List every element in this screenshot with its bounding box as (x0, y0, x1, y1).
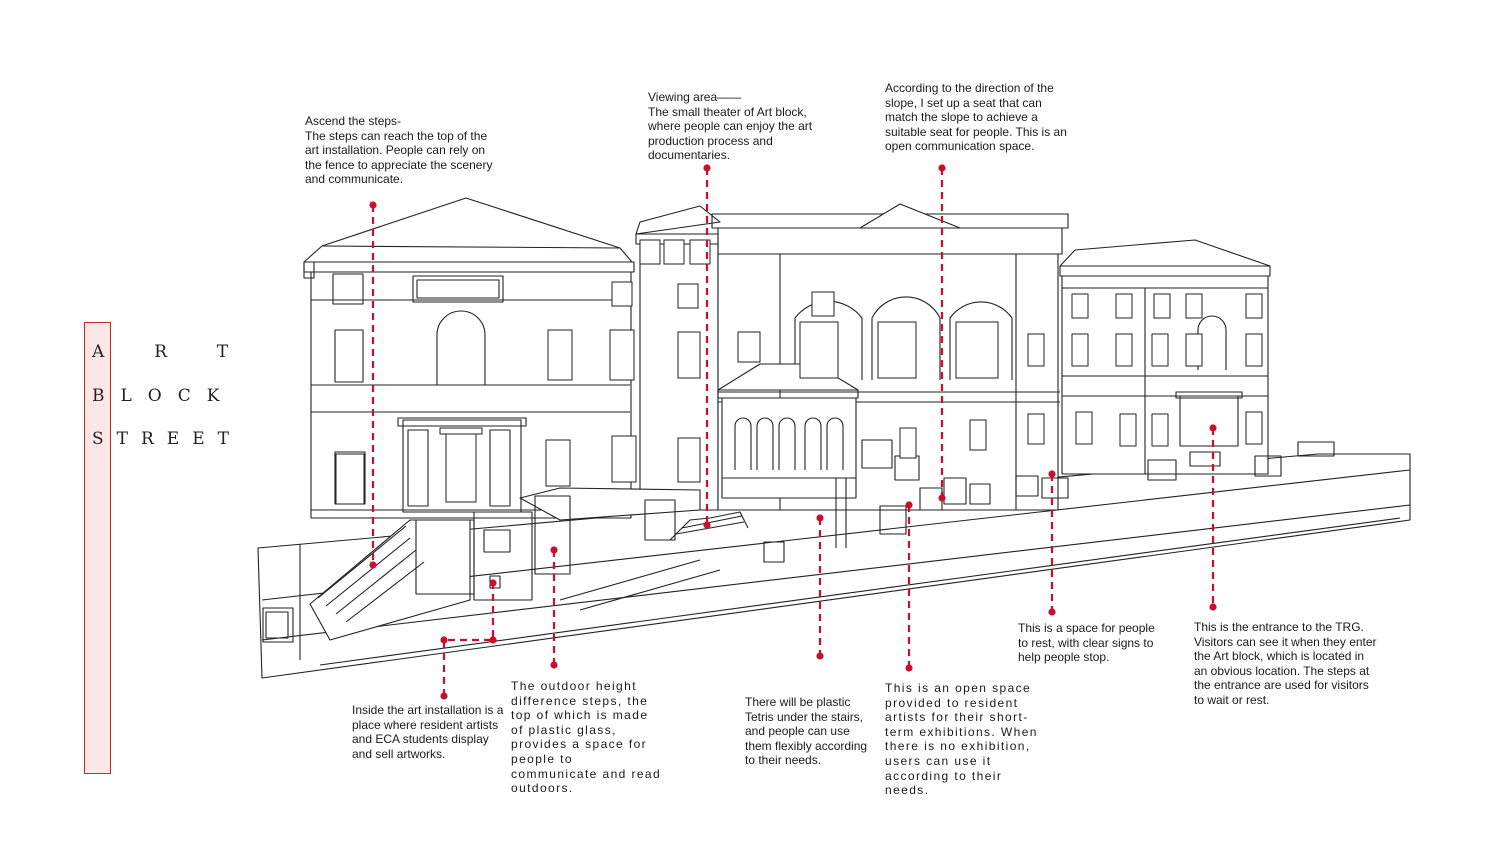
annotation-viewing-heading: Viewing area—— (648, 90, 742, 104)
annotation-viewing: Viewing area—— The small theater of Art … (648, 90, 820, 163)
title-line-1: ART (92, 342, 279, 362)
annotation-rest: This is a space for people to rest, with… (1018, 621, 1160, 665)
title-line-3: STREET (92, 429, 242, 449)
annotation-seat: According to the direction of the slope,… (885, 81, 1073, 154)
annotation-outdoor: The outdoor height difference steps, the… (511, 679, 663, 796)
annotation-tetris-body: There will be plastic Tetris under the s… (745, 695, 868, 768)
annotation-outdoor-body: The outdoor height difference steps, the… (511, 679, 662, 796)
annotation-steps-body: The steps can reach the top of the art i… (305, 128, 493, 187)
annotation-entrance: This is the entrance to the TRG. Visitor… (1194, 620, 1380, 708)
annotation-rest-body: This is a space for people to rest, with… (1018, 621, 1155, 665)
annotation-steps-heading: Ascend the steps- (305, 114, 402, 128)
annotation-steps: Ascend the steps- The steps can reach th… (305, 114, 495, 187)
annotation-installation-body: Inside the art installation is a place w… (352, 703, 504, 761)
annotation-seat-body: According to the direction of the slope,… (885, 81, 1067, 154)
title-line-2: BLOCK (92, 386, 236, 406)
annotation-open-space: This is an open space provided to reside… (885, 681, 1043, 798)
annotation-viewing-body: The small theater of Art block, where pe… (648, 104, 813, 163)
annotation-open-space-body: This is an open space provided to reside… (885, 681, 1038, 798)
annotation-tetris: There will be plastic Tetris under the s… (745, 695, 877, 768)
title-bar (84, 322, 111, 774)
annotation-entrance-body: This is the entrance to the TRG. Visitor… (1194, 620, 1377, 707)
annotation-installation: Inside the art installation is a place w… (352, 703, 504, 761)
